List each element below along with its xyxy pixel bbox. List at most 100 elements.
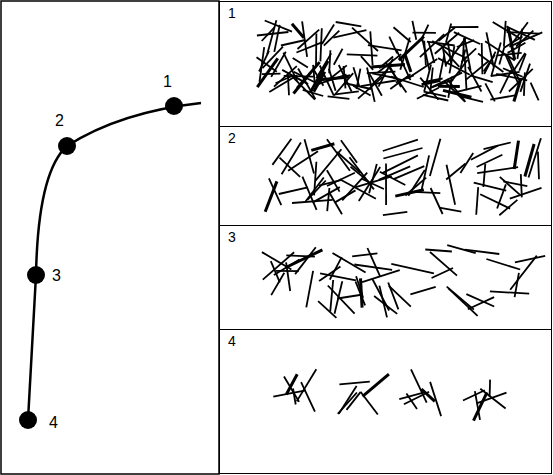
fiber-stick — [460, 153, 473, 173]
fiber-stick — [378, 54, 402, 73]
fiber-stick — [286, 255, 315, 256]
fiber-stick — [463, 390, 485, 400]
fiber-stick — [294, 78, 307, 94]
fiber-stick — [372, 279, 389, 311]
fiber-stick — [367, 248, 380, 276]
fiber-stick — [413, 192, 440, 193]
fiber-stick — [394, 166, 424, 179]
fiber-stick — [361, 392, 378, 415]
fiber-stick — [509, 32, 542, 46]
fiber-stick — [474, 183, 507, 191]
fiber-stick — [405, 55, 411, 72]
fiber-stick — [320, 273, 356, 280]
fiber-stick — [320, 28, 321, 61]
fiber-stick — [328, 96, 350, 99]
fiber-stick — [311, 144, 334, 151]
fiber-stick — [389, 286, 411, 307]
fiber-stick — [370, 31, 372, 65]
fiber-stick — [470, 75, 493, 82]
fiber-stick — [380, 172, 406, 185]
fiber-stick — [485, 83, 495, 101]
panel-number: 4 — [228, 334, 236, 348]
fiber-stick — [423, 95, 449, 101]
fiber-stick — [411, 369, 427, 402]
fiber-stick — [353, 67, 359, 86]
fiber-stick — [362, 270, 400, 282]
fiber-stick — [481, 43, 483, 74]
fiber-stick — [498, 53, 522, 55]
fiber-stick — [265, 181, 277, 211]
fiber-panel: 3 — [219, 225, 552, 330]
fiber-stick — [515, 256, 545, 262]
panel-number: 3 — [228, 230, 236, 244]
fiber-stick — [347, 54, 378, 55]
fiber-stick — [450, 26, 478, 28]
fiber-stick — [422, 155, 429, 189]
fiber-stick — [306, 271, 313, 307]
fiber-stick — [480, 389, 505, 409]
fiber-stick — [383, 140, 418, 151]
fiber-stick — [288, 151, 318, 171]
curve-point — [19, 411, 37, 429]
fiber-stick — [490, 291, 529, 293]
fiber-stick — [316, 149, 342, 180]
fiber-stick — [301, 382, 315, 412]
fiber-stick — [499, 200, 517, 215]
fiber-panel: 1 — [219, 1, 552, 127]
panel-number: 1 — [228, 6, 236, 20]
fiber-stick — [315, 34, 317, 66]
fiber-stick — [335, 91, 359, 94]
fiber-stick — [483, 164, 485, 187]
fiber-stick — [424, 65, 431, 92]
fiber-stick — [477, 155, 503, 167]
fiber-stick — [279, 187, 308, 194]
fiber-stick — [333, 253, 366, 273]
fiber-stick — [466, 294, 494, 306]
fiber-stick — [391, 264, 434, 274]
fiber-stick — [274, 66, 297, 87]
fiber-stick — [410, 287, 435, 295]
fiber-stick — [314, 72, 325, 92]
fiber-stick — [288, 75, 289, 96]
fiber-stick — [477, 167, 518, 173]
fiber-stick — [438, 58, 470, 75]
fiber-stick — [448, 288, 477, 316]
fiber-stick — [425, 250, 452, 252]
fiber-stick — [263, 47, 284, 69]
fiber-stick — [383, 212, 407, 215]
fiber-stick — [514, 53, 526, 71]
fiber-stick — [337, 295, 363, 299]
fiber-stick — [293, 77, 315, 99]
fiber-stick — [457, 40, 474, 47]
fiber-stick — [347, 392, 361, 410]
fiber-stick — [486, 259, 520, 270]
fiber-stick — [412, 21, 416, 40]
fiber-stick — [431, 188, 443, 214]
fiber-stick — [447, 245, 476, 253]
fiber-stick — [326, 65, 347, 81]
fiber-stick — [493, 22, 521, 39]
callout-number: 4 — [49, 415, 58, 431]
density-curve — [28, 103, 201, 420]
fiber-panel: 4 — [219, 329, 552, 474]
fiber-stick — [509, 69, 533, 92]
fiber-stick — [367, 72, 396, 74]
fiber-stick — [389, 37, 397, 54]
fiber-stick — [500, 177, 520, 195]
fiber-stick — [489, 380, 491, 397]
curve-point — [27, 266, 45, 284]
fiber-stick — [292, 24, 304, 38]
fiber-stick — [446, 38, 466, 65]
fiber-stick — [298, 30, 320, 49]
fiber-stick — [484, 52, 495, 74]
callout-number: 2 — [55, 113, 64, 129]
callout-number: 3 — [52, 268, 61, 284]
curve-point — [165, 97, 183, 115]
fiber-stick — [422, 80, 441, 84]
fiber-stick — [297, 369, 317, 401]
fiber-stick — [379, 59, 394, 87]
fiber-stick — [476, 187, 478, 215]
fiber-sticks — [257, 20, 546, 420]
fiber-stick — [396, 75, 414, 82]
